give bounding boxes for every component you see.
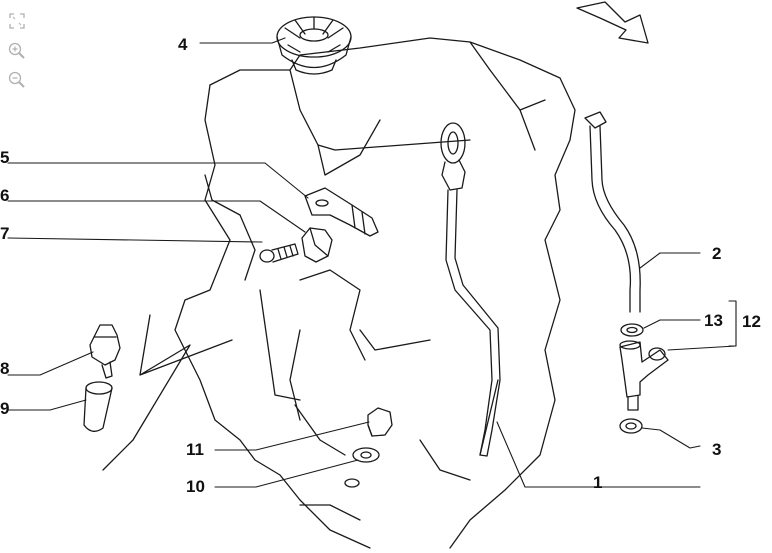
fit-to-screen-icon bbox=[9, 13, 25, 29]
small-ring-part bbox=[620, 323, 644, 337]
callout-7: 7 bbox=[0, 224, 9, 243]
callout-12: 12 bbox=[742, 312, 761, 331]
callout-labels: 4 5 6 7 8 9 11 10 2 13 12 3 1 bbox=[0, 35, 761, 496]
callout-1: 1 bbox=[593, 473, 602, 492]
screw-part bbox=[259, 243, 299, 263]
callout-9: 9 bbox=[0, 399, 9, 418]
bracket-wire bbox=[102, 314, 233, 471]
boot-part bbox=[83, 381, 113, 432]
callout-13: 13 bbox=[704, 311, 723, 330]
callout-10: 10 bbox=[186, 477, 205, 496]
filler-cap-part bbox=[276, 16, 352, 75]
callout-3: 3 bbox=[712, 440, 721, 459]
callout-4: 4 bbox=[178, 35, 188, 54]
leader-lines bbox=[7, 37, 737, 488]
sensor-part bbox=[89, 324, 121, 379]
zoom-in-icon bbox=[8, 42, 25, 59]
y-connector-part bbox=[619, 340, 669, 411]
washer-part bbox=[352, 447, 380, 463]
plug-part bbox=[367, 407, 393, 437]
bracket-plate-part bbox=[304, 187, 379, 237]
fit-to-screen-button[interactable] bbox=[6, 10, 28, 32]
callout-11: 11 bbox=[186, 440, 204, 459]
callout-5: 5 bbox=[0, 148, 9, 167]
ring-part bbox=[619, 418, 643, 434]
zoom-out-button[interactable] bbox=[6, 69, 28, 91]
dipstick-part bbox=[440, 122, 501, 457]
clip-part bbox=[301, 227, 333, 263]
tube-part bbox=[584, 111, 641, 313]
zoom-in-button[interactable] bbox=[6, 40, 28, 62]
direction-arrow bbox=[576, 1, 649, 44]
engine-block-outline bbox=[174, 37, 576, 549]
callout-8: 8 bbox=[0, 359, 9, 378]
callout-6: 6 bbox=[0, 186, 9, 205]
zoom-out-icon bbox=[8, 71, 25, 88]
callout-2: 2 bbox=[712, 244, 721, 263]
